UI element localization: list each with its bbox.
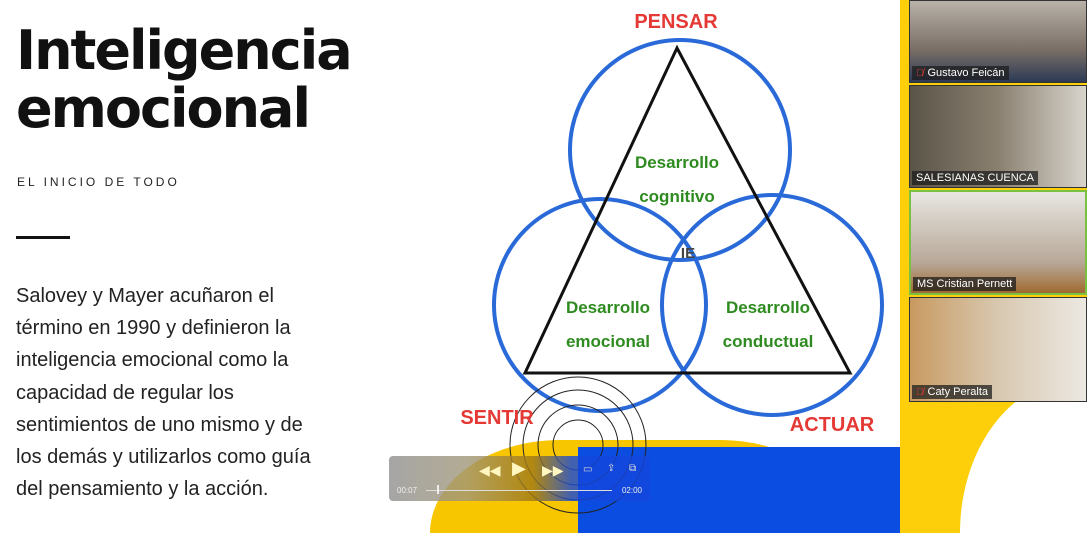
emotional-line1: Desarrollo — [566, 298, 650, 317]
cognitive-line1: Desarrollo — [635, 153, 719, 172]
mic-muted-icon: 🎙̸ — [916, 67, 924, 79]
label-sentir: SENTIR — [460, 407, 534, 429]
name-text: MS Cristian Pernett — [917, 278, 1013, 290]
participant-tile[interactable]: 🎙̸Caty Peralta — [909, 297, 1087, 402]
current-time: 00:07 — [397, 486, 418, 495]
circle-cognitive — [568, 38, 792, 262]
airplay-icon[interactable]: ▭ — [583, 464, 593, 475]
participant-name: SALESIANAS CUENCA — [912, 171, 1038, 185]
mic-muted-icon: 🎙̸ — [916, 386, 924, 398]
title-line-1: Inteligencia — [16, 19, 353, 82]
label-actuar: ACTUAR — [790, 414, 875, 436]
participant-tile[interactable]: SALESIANAS CUENCA — [909, 85, 1087, 188]
participant-tile-active-speaker[interactable]: MS Cristian Pernett — [909, 190, 1087, 295]
pip-icon[interactable]: ⧉ — [629, 463, 637, 474]
participant-name: 🎙̸Caty Peralta — [912, 385, 993, 399]
seek-thumb[interactable] — [437, 485, 440, 494]
label-pensar: PENSAR — [634, 11, 718, 33]
circle-behavioral — [660, 193, 884, 417]
share-icon[interactable]: ⇪ — [607, 463, 616, 474]
participant-tile[interactable]: 🎙̸Gustavo Feicán — [909, 0, 1087, 83]
divider — [16, 236, 70, 239]
total-time: 02:00 — [621, 486, 642, 495]
fast-forward-button[interactable]: ▶▶ — [542, 462, 564, 478]
name-text: Gustavo Feicán — [927, 67, 1005, 79]
ie-diagram: PENSAR SENTIR ACTUAR Desarrollo cognitiv… — [460, 11, 884, 514]
slide-body-text: Salovey y Mayer acuñaron el término en 1… — [16, 285, 311, 501]
cognitive-line2: cognitivo — [639, 187, 715, 206]
slide-subtitle: EL INICIO DE TODO — [17, 175, 180, 189]
emotional-line2: emocional — [566, 332, 650, 351]
name-text: Caty Peralta — [927, 386, 989, 398]
behavioral-line1: Desarrollo — [726, 298, 810, 317]
white-decoration — [960, 380, 1087, 533]
seek-bar[interactable] — [426, 490, 612, 491]
participant-name: 🎙̸Gustavo Feicán — [912, 66, 1009, 80]
center-label: IE — [681, 245, 695, 262]
play-button[interactable]: ▶ — [512, 458, 526, 478]
name-text: SALESIANAS CUENCA — [916, 172, 1034, 184]
video-player-controls: ◀◀ ▶ ▶▶ ▭ ⇪ ⧉ 00:07 02:00 — [389, 456, 650, 501]
behavioral-line2: conductual — [723, 332, 814, 351]
rewind-button[interactable]: ◀◀ — [479, 462, 501, 478]
triangle — [522, 44, 853, 375]
title-line-2: emocional — [16, 77, 311, 140]
participant-name: MS Cristian Pernett — [913, 277, 1017, 291]
